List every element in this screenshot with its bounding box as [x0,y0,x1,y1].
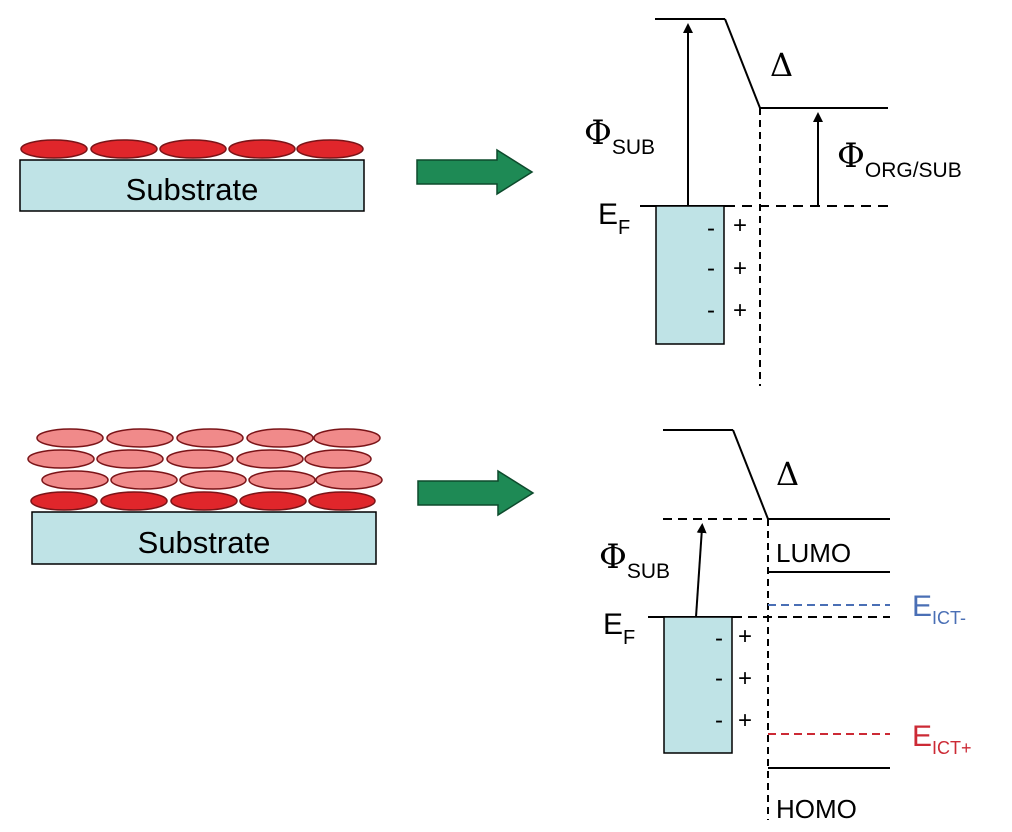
molecule [176,428,244,448]
negative-charge: - [707,215,715,242]
lumo-label: LUMO [776,538,851,568]
ict-minus-symbol: E [912,590,932,623]
ict-minus-subscript: ICT- [932,608,966,628]
substrate-label: Substrate [126,172,259,207]
metal-box [655,205,725,345]
molecule [179,470,247,490]
metal-box [663,616,733,754]
molecule [166,449,234,469]
dipole-label: Δ [770,46,793,84]
positive-charge: + [733,212,747,239]
org-work-function-subscript: ORG/SUB [865,159,962,182]
substrate-label: Substrate [138,525,271,560]
dipole-slope [732,429,769,520]
negative-charge: - [715,625,723,652]
fermi-symbol: E [598,198,618,231]
fermi-label: EF [603,608,635,649]
homo-label: HOMO [776,794,857,824]
molecule [96,449,164,469]
work-function-subscript: SUB [612,136,655,159]
right-arrow-icon [417,469,535,517]
work-function-label: ΦSUB [599,537,670,583]
molecule [246,428,314,448]
up-arrow-icon [695,523,707,618]
substrate [19,159,365,212]
fermi-symbol: E [603,608,623,641]
molecule [159,139,227,159]
top-panel: Substrate - - - + + [19,18,962,386]
energy-diagram-top: - - - + + + Δ ΦSUB ΦORG/SUB EF [584,18,962,386]
dipole-label: Δ [776,455,799,493]
molecule [236,449,304,469]
ict-minus-label: EICT- [912,590,966,628]
work-function-symbol: Φ [584,113,612,153]
work-function-subscript: SUB [627,560,670,583]
positive-charge: + [738,665,752,692]
dipole-slope [724,18,761,109]
negative-charge: - [715,665,723,692]
molecule [20,139,88,159]
molecule [27,449,95,469]
molecule [110,470,178,490]
molecule [248,470,316,490]
substrate [31,511,377,565]
monolayer-molecules [20,139,364,159]
fermi-subscript: F [623,627,635,649]
molecule [296,139,364,159]
molecule [315,470,383,490]
molecule [304,449,372,469]
fermi-label: EF [598,198,630,239]
molecule [41,470,109,490]
positive-charge: + [738,707,752,734]
work-function-label: ΦSUB [584,113,655,159]
ict-plus-subscript: ICT+ [932,738,972,758]
right-arrow-icon [416,148,534,196]
molecule [239,491,307,511]
molecule [313,428,381,448]
molecule [30,491,98,511]
positive-charge: + [733,297,747,324]
molecule [36,428,104,448]
energy-diagram-bottom: - - - + + + Δ ΦSUB EF LUMO HOMO EICT- EI… [599,429,972,824]
molecule [106,428,174,448]
molecule [228,139,296,159]
org-work-function-symbol: Φ [837,136,865,176]
positive-charge: + [733,255,747,282]
multilayer-molecules [27,428,383,511]
org-work-function-label: ΦORG/SUB [837,136,962,182]
bottom-panel: Substrate - - [27,428,972,824]
ict-plus-symbol: E [912,720,932,753]
negative-charge: - [707,297,715,324]
negative-charge: - [715,707,723,734]
positive-charge: + [738,623,752,650]
fermi-subscript: F [618,217,630,239]
molecule [90,139,158,159]
molecule [170,491,238,511]
molecule [100,491,168,511]
ict-plus-label: EICT+ [912,720,972,758]
negative-charge: - [707,255,715,282]
molecule [308,491,376,511]
work-function-symbol: Φ [599,537,627,577]
